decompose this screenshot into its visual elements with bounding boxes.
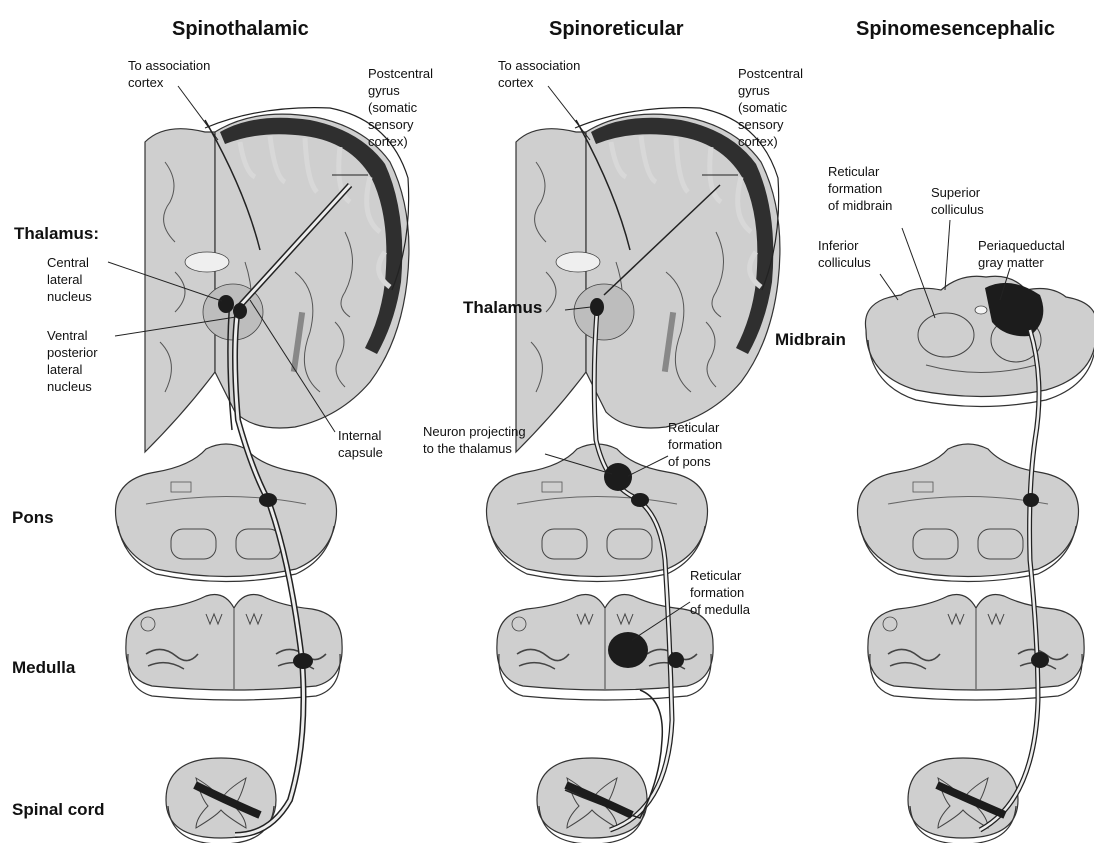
- title-spinothalamic: Spinothalamic: [172, 18, 309, 41]
- label-thalamus-2: Thalamus: [463, 298, 542, 318]
- panel-spinothalamic: [108, 86, 409, 843]
- panel-spinoreticular: [487, 86, 780, 843]
- label-medulla: Medulla: [12, 658, 75, 678]
- label-midbrain: Midbrain: [775, 330, 846, 350]
- label-thalamus-heading: Thalamus:: [14, 224, 99, 244]
- label-pons: Pons: [12, 508, 54, 528]
- panel-spinomesencephalic: [858, 220, 1094, 843]
- label-spinal-cord: Spinal cord: [12, 800, 105, 820]
- title-spinoreticular: Spinoreticular: [549, 18, 683, 41]
- title-spinomesencephalic: Spinomesencephalic: [856, 18, 1055, 41]
